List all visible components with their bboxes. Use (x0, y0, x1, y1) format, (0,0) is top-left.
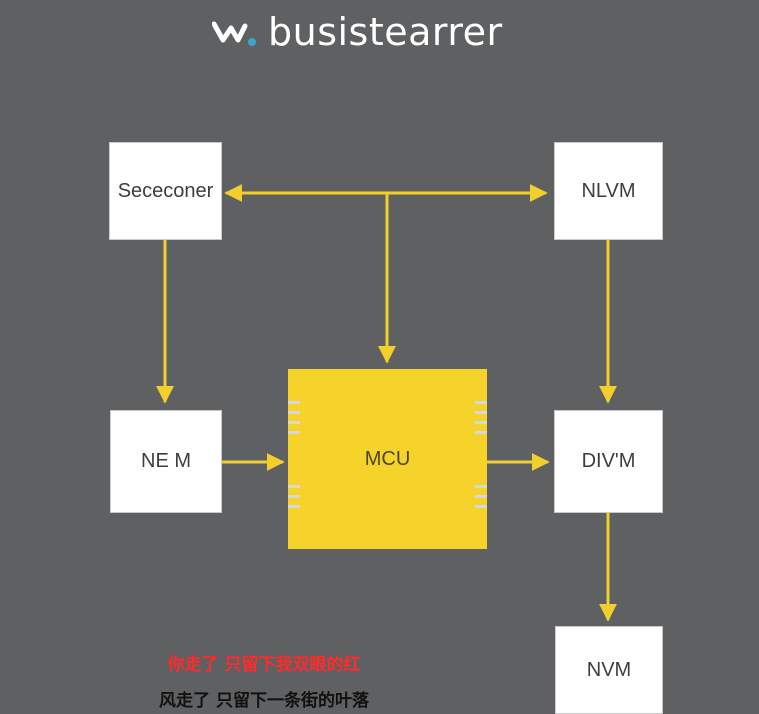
node-nem: NE M (110, 410, 222, 513)
node-divm: DIV'M (554, 410, 663, 513)
node-mcu: MCU (288, 369, 487, 549)
mcu-pin (288, 495, 300, 498)
mcu-pin (288, 431, 300, 434)
node-divm-label: DIV'M (581, 450, 636, 472)
mcu-pin (288, 401, 300, 404)
mcu-pin (288, 505, 300, 508)
mcu-pin (475, 421, 487, 424)
subtitle-line-1: 你走了 只留下我双眼的红 (167, 655, 361, 675)
mcu-pin (475, 431, 487, 434)
mcu-pin (475, 495, 487, 498)
node-nem-label: NE M (141, 450, 191, 472)
brand-name: busistearrer (268, 10, 503, 54)
node-mcu-label: MCU (364, 447, 411, 470)
subtitle-line-2: 风走了 只留下一条街的叶落 (159, 691, 369, 711)
brand-header: busistearrer (212, 8, 503, 56)
node-nvm-label: NVM (586, 658, 632, 681)
mcu-pin (475, 401, 487, 404)
logo-dot-icon (248, 38, 256, 46)
node-nlvm: NLVM (554, 142, 663, 240)
mcu-pin (288, 411, 300, 414)
mcu-pin (288, 485, 300, 488)
node-sececoner: Sececoner (109, 142, 222, 240)
mcu-pin (475, 485, 487, 488)
mcu-pin (288, 421, 300, 424)
mcu-pin (475, 505, 487, 508)
w-logo-icon (212, 21, 256, 46)
node-sececoner-label: Sececoner (117, 179, 214, 202)
node-nlvm-label: NLVM (581, 179, 636, 202)
node-nvm: NVM (555, 626, 663, 714)
mcu-pin (475, 411, 487, 414)
